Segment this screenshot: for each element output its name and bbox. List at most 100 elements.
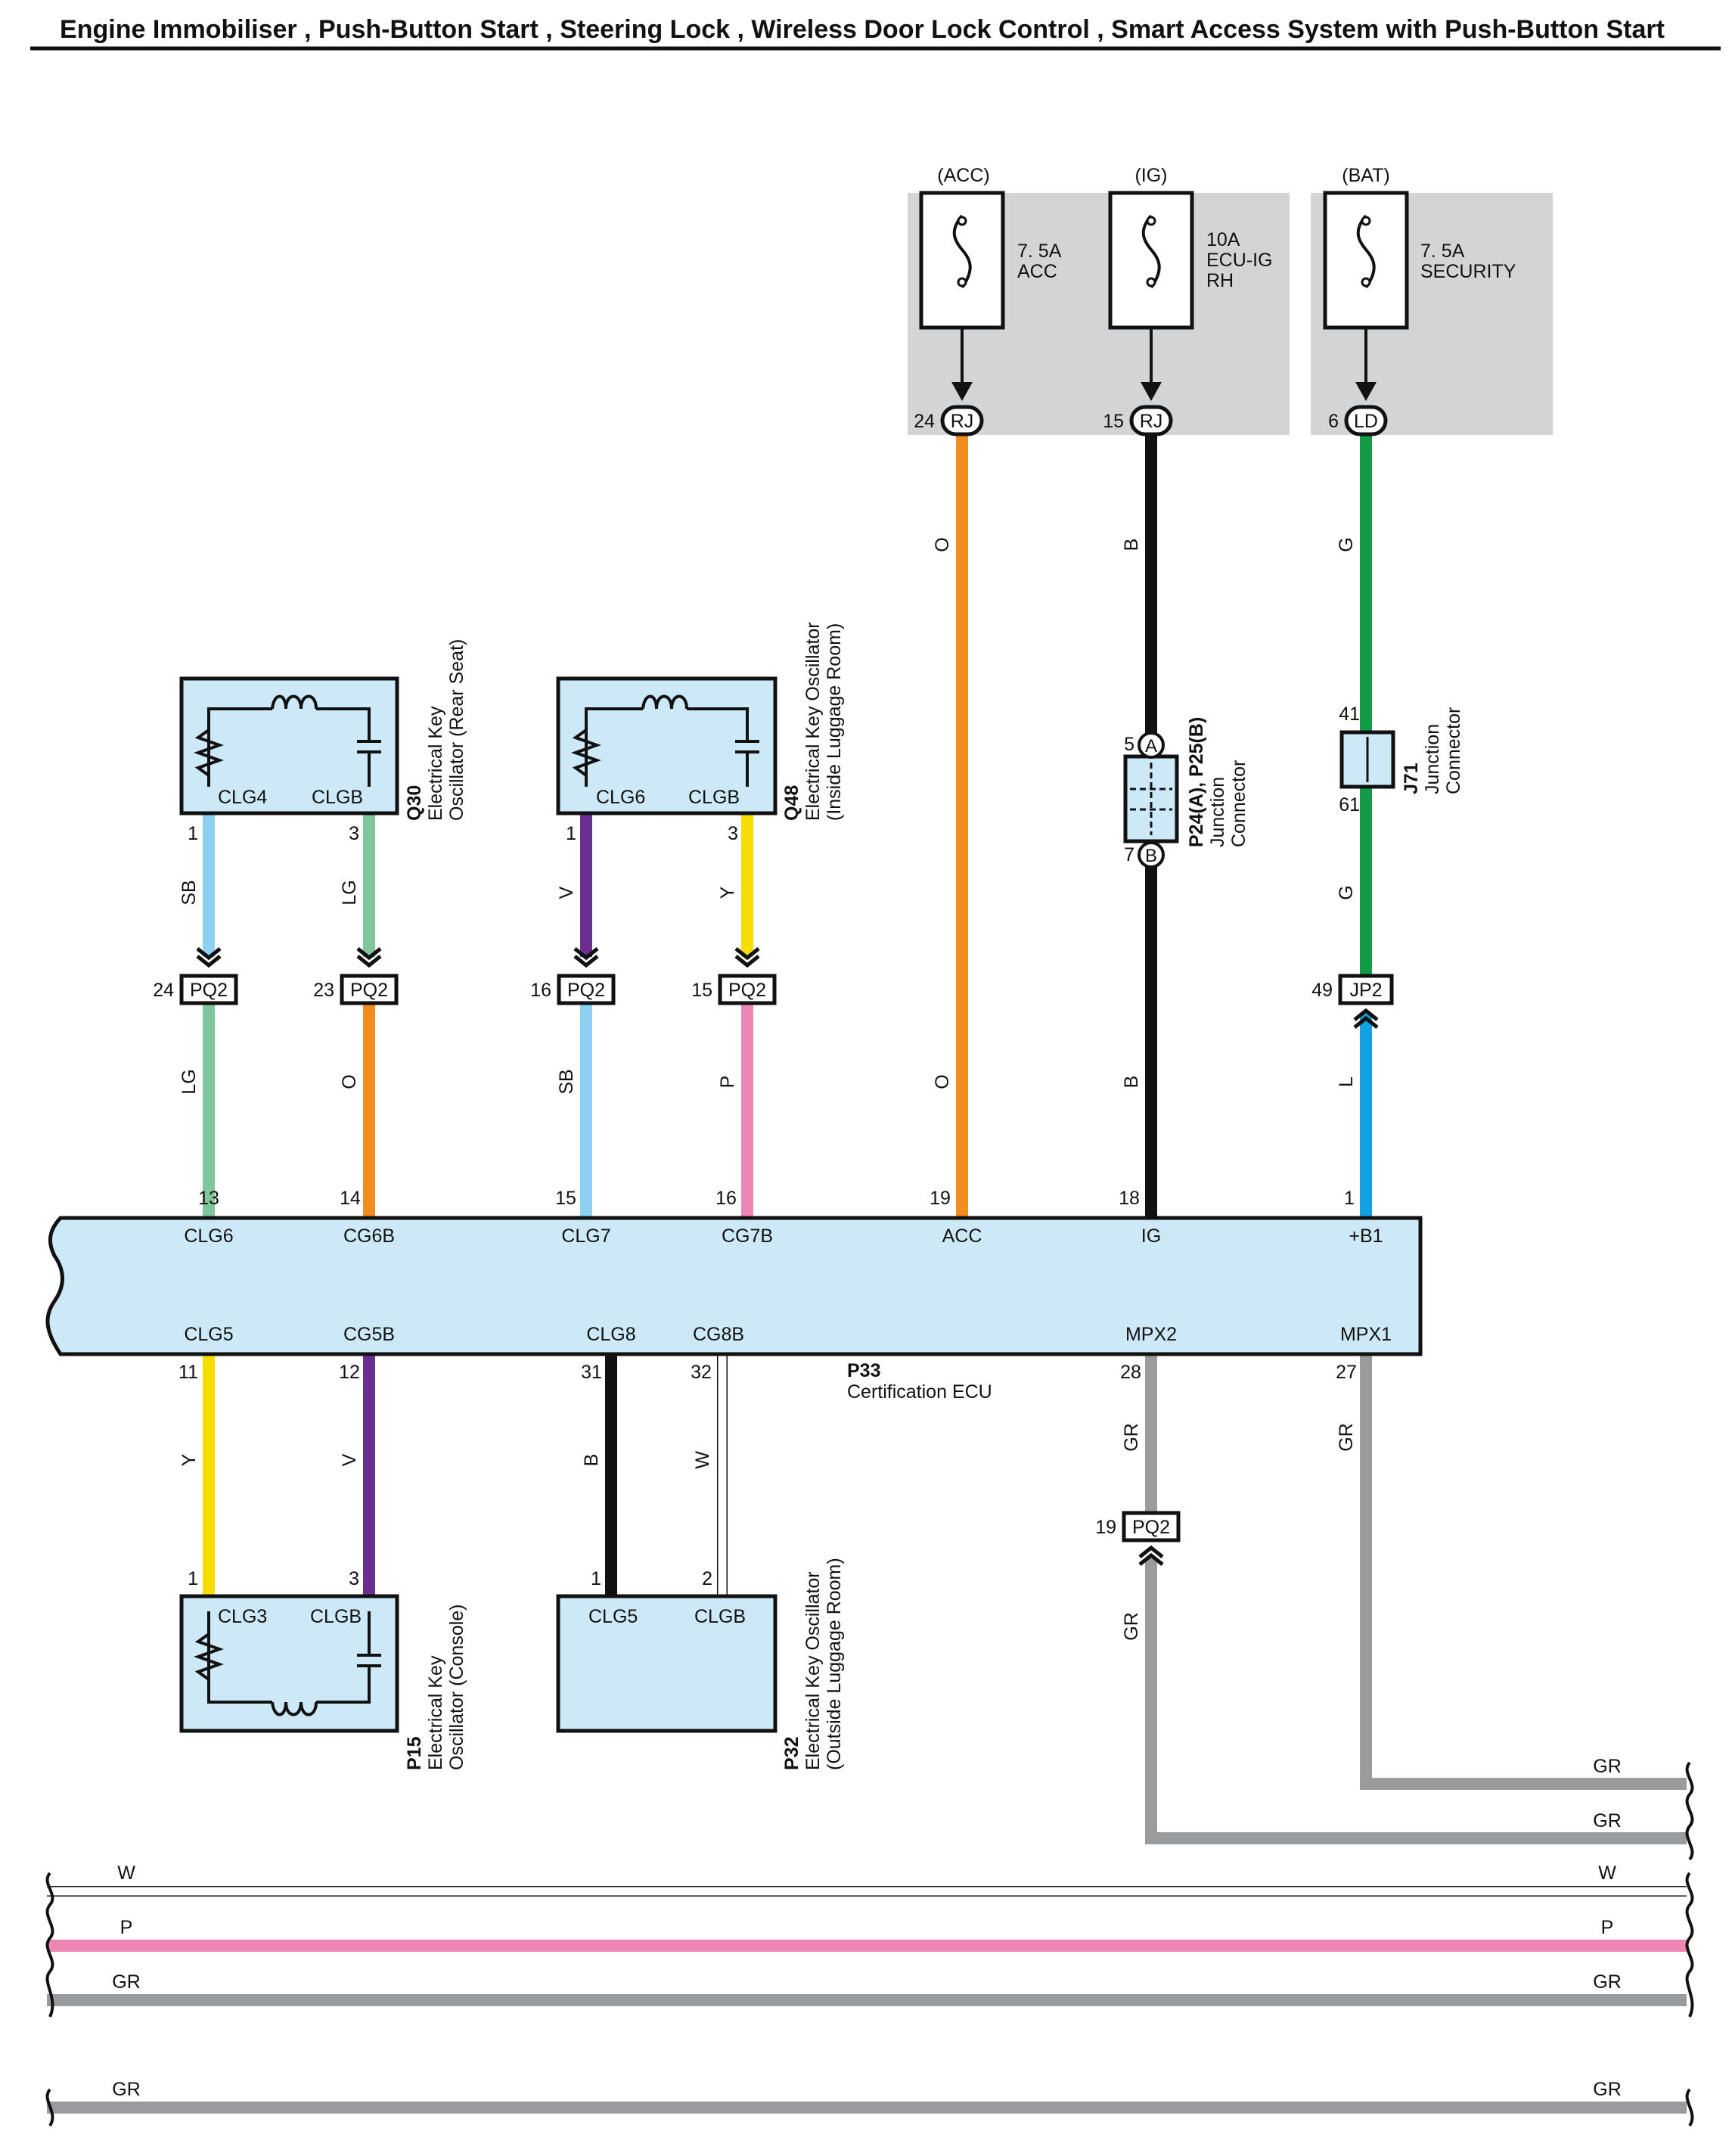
svg-text:CLG4: CLG4 [218, 787, 267, 808]
svg-text:O: O [339, 1074, 360, 1089]
svg-text:GR: GR [1121, 1423, 1142, 1452]
svg-text:Oscillator (Rear Seat): Oscillator (Rear Seat) [446, 639, 467, 821]
svg-text:B: B [1121, 539, 1142, 551]
svg-text:15: 15 [1103, 411, 1124, 432]
svg-text:RH: RH [1206, 270, 1234, 291]
svg-text:PQ2: PQ2 [350, 980, 388, 1001]
svg-text:27: 27 [1336, 1362, 1357, 1383]
svg-text:12: 12 [339, 1362, 360, 1383]
svg-text:Electrical Key: Electrical Key [425, 706, 446, 821]
svg-text:G: G [1336, 537, 1357, 551]
svg-text:LD: LD [1354, 411, 1378, 432]
svg-text:28: 28 [1120, 1362, 1141, 1383]
svg-text:1: 1 [188, 823, 198, 844]
fuse-icon [1356, 214, 1376, 289]
svg-text:16: 16 [530, 980, 551, 1001]
svg-text:61: 61 [1339, 794, 1360, 815]
resistor-icon [194, 1633, 224, 1681]
svg-text:Electrical Key Oscillator: Electrical Key Oscillator [802, 1571, 824, 1770]
svg-text:15: 15 [691, 980, 712, 1001]
svg-text:LG: LG [339, 880, 360, 905]
svg-text:P33: P33 [847, 1360, 880, 1381]
svg-text:GR: GR [1593, 1756, 1622, 1777]
svg-text:23: 23 [313, 980, 334, 1001]
svg-text:IG: IG [1141, 1226, 1161, 1247]
svg-text:11: 11 [178, 1362, 198, 1383]
junction-connector-p24: A B 5 7 P24(A), P25(B) Junction Connecto… [1123, 717, 1249, 868]
certification-ecu-p33: 13 CLG6 14 CG6B 15 CLG7 16 CG7B 19 ACC 1… [45, 1188, 1423, 1403]
svg-text:RJ: RJ [1140, 411, 1163, 432]
svg-text:W: W [692, 1451, 713, 1469]
svg-text:GR: GR [112, 1971, 141, 1993]
svg-text:G: G [1336, 885, 1357, 899]
svg-text:CLG3: CLG3 [218, 1606, 267, 1627]
svg-text:Q48: Q48 [781, 785, 802, 821]
svg-text:7. 5A: 7. 5A [1017, 241, 1062, 262]
svg-text:MPX2: MPX2 [1125, 1324, 1177, 1345]
svg-text:6: 6 [1328, 411, 1339, 432]
coil-icon [207, 707, 381, 787]
svg-text:PQ2: PQ2 [567, 980, 605, 1001]
wires [203, 435, 1687, 1844]
svg-text:B: B [1145, 846, 1157, 866]
svg-text:Connector: Connector [1443, 707, 1464, 794]
svg-text:A: A [1145, 736, 1157, 756]
svg-text:RJ: RJ [951, 411, 974, 432]
bus-labels: GR GR W W P P GR GR GR GR [112, 1756, 1622, 2100]
svg-text:1: 1 [1344, 1188, 1355, 1209]
svg-text:Y: Y [717, 886, 738, 899]
fuse-ig: (IG) 10A ECU-IG RH [1108, 165, 1273, 330]
bus-lines [47, 1886, 1687, 2114]
connector-pq2-19: PQ2 19 [1095, 1511, 1181, 1564]
svg-text:31: 31 [581, 1362, 602, 1383]
fuse-icon [952, 214, 972, 289]
fuse-downlinks [961, 328, 1367, 386]
bus-break-marks [45, 1761, 1694, 2127]
fuse-output-connectors: RJ 24 RJ 15 LD 6 [914, 405, 1388, 436]
svg-text:ACC: ACC [942, 1226, 982, 1247]
svg-text:Oscillator (Console): Oscillator (Console) [446, 1604, 467, 1770]
svg-text:GR: GR [1593, 2079, 1622, 2100]
svg-text:Connector: Connector [1228, 760, 1249, 847]
svg-text:3: 3 [728, 823, 738, 844]
svg-text:O: O [932, 1074, 953, 1089]
svg-text:7: 7 [1124, 844, 1134, 865]
fuse-acc: (ACC) 7. 5A ACC [919, 165, 1062, 330]
svg-text:CG5B: CG5B [343, 1324, 395, 1345]
svg-text:CG8B: CG8B [693, 1324, 744, 1345]
svg-text:LG: LG [178, 1069, 200, 1094]
svg-text:CLG8: CLG8 [586, 1324, 635, 1345]
svg-text:19: 19 [1095, 1517, 1116, 1538]
svg-text:41: 41 [1339, 704, 1360, 725]
svg-text:1: 1 [188, 1568, 198, 1589]
svg-text:CLGB: CLGB [312, 787, 363, 808]
svg-text:GR: GR [112, 2079, 141, 2100]
svg-text:19: 19 [930, 1188, 951, 1209]
svg-text:15: 15 [555, 1188, 576, 1209]
svg-text:GR: GR [1593, 1810, 1622, 1831]
connector-pq2-row: PQ2 24 PQ2 23 PQ2 16 PQ2 15 [153, 949, 777, 1005]
svg-text:L: L [1336, 1076, 1357, 1087]
svg-text:B: B [581, 1454, 602, 1467]
svg-text:3: 3 [349, 823, 359, 844]
resistor-icon [571, 729, 601, 777]
svg-text:1: 1 [591, 1568, 601, 1589]
resistor-icon [194, 729, 224, 777]
svg-text:2: 2 [702, 1568, 712, 1589]
svg-text:P: P [1601, 1917, 1614, 1938]
svg-text:P: P [120, 1917, 133, 1938]
svg-text:10A: 10A [1206, 229, 1240, 250]
svg-text:GR: GR [1593, 1971, 1622, 1993]
svg-text:24: 24 [914, 411, 935, 432]
arrow-heads [951, 382, 1377, 401]
svg-text:24: 24 [153, 980, 174, 1001]
svg-text:O: O [932, 537, 953, 551]
svg-text:CLG6: CLG6 [184, 1226, 233, 1247]
svg-text:CLGB: CLGB [694, 1606, 746, 1627]
svg-text:J71: J71 [1401, 763, 1422, 794]
svg-text:B: B [1121, 1076, 1142, 1089]
svg-text:13: 13 [198, 1188, 219, 1209]
svg-text:JP2: JP2 [1349, 980, 1382, 1001]
svg-text:W: W [117, 1862, 135, 1884]
